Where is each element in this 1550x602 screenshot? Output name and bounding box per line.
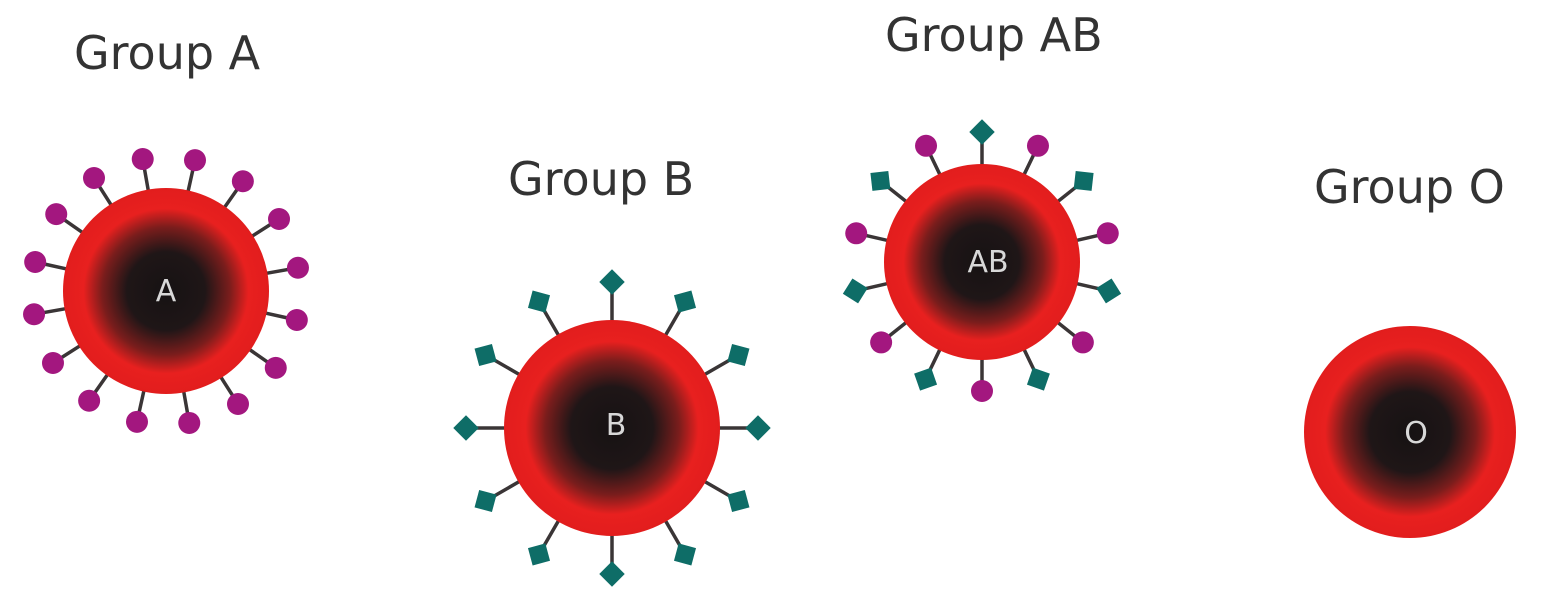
antigen-stalk — [929, 152, 941, 177]
antigen-stalk — [223, 187, 239, 210]
antigen-stalk — [93, 372, 109, 395]
b-antigen-icon — [843, 279, 868, 304]
a-antigen-icon — [78, 390, 100, 412]
antigen-stalk — [702, 359, 731, 376]
b-antigen-icon — [453, 415, 478, 440]
antigen-stalk — [183, 388, 188, 416]
a-antigen-icon — [83, 167, 105, 189]
cell-label-b: B — [606, 408, 627, 443]
a-antigen-icon — [178, 412, 200, 434]
group-a-cell: A — [23, 148, 309, 434]
antigen-stalk — [187, 167, 193, 194]
antigen-stalk — [263, 312, 290, 318]
b-antigen-icon — [475, 344, 497, 366]
b-antigen-icon — [599, 269, 624, 294]
b-antigen-icon — [528, 543, 550, 565]
antigen-stalk — [144, 166, 149, 194]
antigen-stalk — [219, 374, 234, 398]
a-antigen-icon — [227, 393, 249, 415]
b-antigen-icon — [727, 490, 749, 512]
group-ab-cell: AB — [843, 119, 1121, 402]
antigen-stalk — [59, 344, 83, 359]
a-antigen-icon — [232, 170, 254, 192]
a-antigen-icon — [132, 148, 154, 170]
antigen-stalk — [492, 480, 521, 497]
antigen-stalk — [1074, 235, 1101, 241]
b-antigen-icon — [599, 561, 624, 586]
antigen-stalk — [42, 264, 69, 270]
a-antigen-icon — [1097, 222, 1119, 244]
group-o-cell: O — [1304, 326, 1516, 538]
antigen-stalk — [263, 269, 291, 274]
a-antigen-icon — [287, 257, 309, 279]
a-antigen-icon — [845, 222, 867, 244]
b-antigen-icon — [870, 171, 890, 191]
b-antigen-icon — [727, 344, 749, 366]
a-antigen-icon — [286, 309, 308, 331]
cell-label-o: O — [1404, 416, 1428, 451]
b-antigen-icon — [674, 543, 696, 565]
antigen-stalk — [41, 308, 69, 313]
antigen-stalk — [1023, 152, 1035, 177]
a-antigen-icon — [42, 352, 64, 374]
cell-label-a: A — [156, 274, 177, 309]
antigen-stalk — [543, 518, 560, 547]
antigen-stalk — [1055, 321, 1077, 338]
antigen-stalk — [664, 518, 681, 547]
antigen-stalk — [249, 223, 273, 238]
a-antigen-icon — [268, 208, 290, 230]
group-b-cell: B — [453, 269, 770, 586]
a-antigen-icon — [24, 251, 46, 273]
b-antigen-icon — [1096, 279, 1121, 304]
antigen-stalk — [98, 184, 113, 208]
b-antigen-icon — [1027, 368, 1050, 391]
b-antigen-icon — [969, 119, 994, 144]
cell-label-ab: AB — [967, 245, 1008, 280]
antigen-stalk — [247, 348, 270, 364]
a-antigen-icon — [1027, 135, 1049, 157]
a-antigen-icon — [265, 357, 287, 379]
antigen-stalk — [863, 235, 890, 241]
a-antigen-icon — [45, 203, 67, 225]
b-antigen-icon — [528, 291, 550, 313]
b-antigen-icon — [1074, 171, 1094, 191]
a-antigen-icon — [870, 331, 892, 353]
antigen-stalk — [139, 388, 145, 415]
antigen-stalk — [62, 218, 85, 234]
a-antigen-icon — [184, 149, 206, 171]
antigen-stalk — [702, 480, 731, 497]
a-antigen-icon — [971, 380, 993, 402]
antigen-stalk — [492, 359, 521, 376]
b-antigen-icon — [475, 490, 497, 512]
b-antigen-icon — [745, 415, 770, 440]
a-antigen-icon — [915, 135, 937, 157]
a-antigen-icon — [1072, 331, 1094, 353]
b-antigen-icon — [914, 368, 937, 391]
antigen-stalk — [887, 321, 909, 338]
a-antigen-icon — [23, 303, 45, 325]
a-antigen-icon — [126, 411, 148, 433]
antigen-stalk — [543, 308, 560, 337]
antigen-stalk — [664, 308, 681, 337]
b-antigen-icon — [674, 291, 696, 313]
